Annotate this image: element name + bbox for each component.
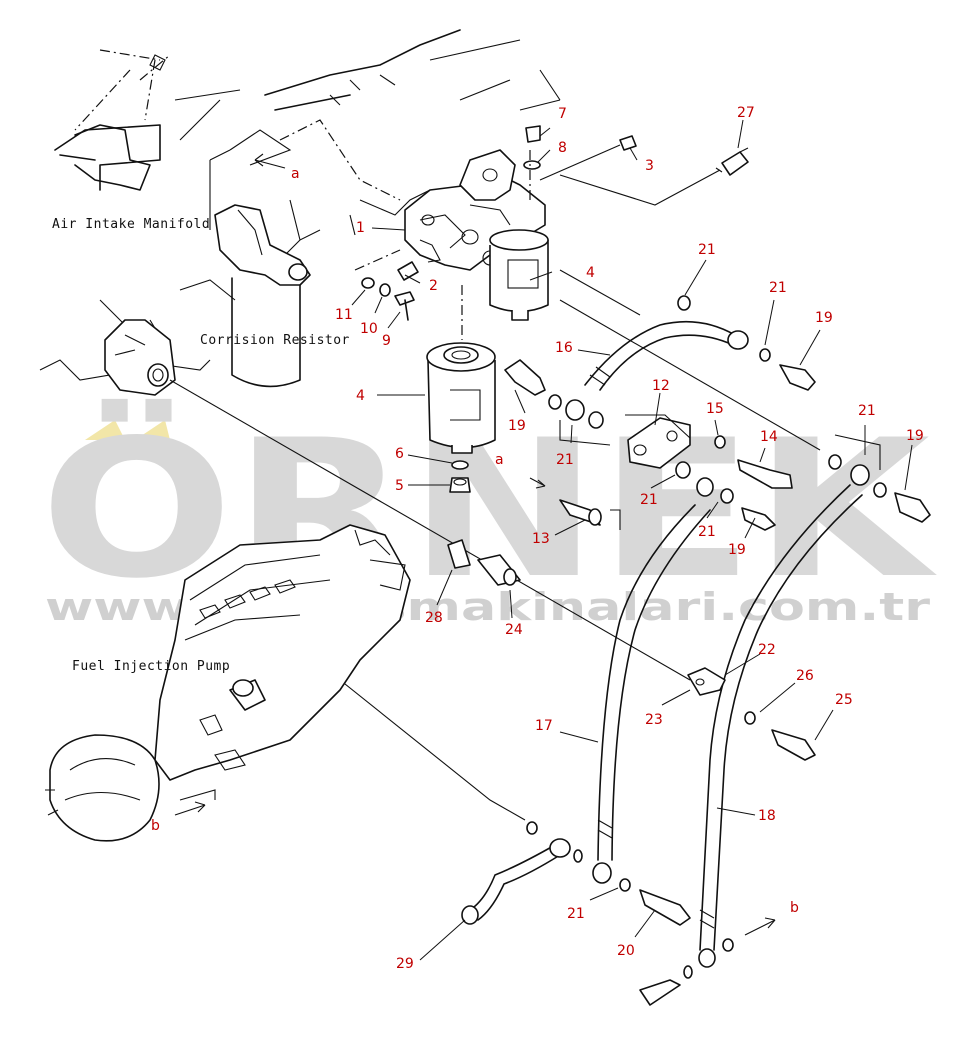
callout-6: 6 [395, 446, 404, 462]
right-fittings [559, 299, 931, 523]
callout-8: 8 [558, 140, 567, 156]
callout-21-c: 21 [858, 403, 876, 419]
callout-29: 29 [396, 956, 414, 972]
callout-15: 15 [706, 401, 724, 417]
marker-a-mid: a [495, 452, 504, 468]
callout-4-left: 4 [356, 388, 365, 404]
clamp-assembly [169, 379, 816, 761]
part-13 [529, 477, 621, 530]
left-fittings [504, 359, 611, 446]
lower-fittings [619, 878, 693, 1006]
callouts: 1 2 3 4 4 5 6 7 8 9 10 11 12 13 14 15 16… [335, 105, 924, 972]
marker-b-left: b [151, 818, 160, 834]
corrosion-resistor [214, 204, 311, 388]
fuel-injection-pump [45, 153, 776, 936]
callout-18: 18 [758, 808, 776, 824]
callout-21-f: 21 [698, 524, 716, 540]
callout-13: 13 [532, 531, 550, 547]
callout-1: 1 [356, 220, 365, 236]
callout-28: 28 [425, 610, 443, 626]
parts-24-28 [447, 539, 521, 586]
air-intake-manifold [74, 54, 166, 191]
pipe-16 [559, 269, 816, 391]
pipe-29 [289, 639, 583, 925]
engine-side-part [104, 319, 176, 396]
pipe-17 [592, 477, 776, 884]
pipe-18 [698, 484, 863, 968]
watermark-accent-right [135, 420, 170, 440]
callout-21-b: 21 [769, 280, 787, 296]
callout-21-a: 21 [698, 242, 716, 258]
label-fuel-pump: Fuel Injection Pump [72, 659, 230, 674]
callout-19-left: 19 [508, 418, 526, 434]
callout-12: 12 [652, 378, 670, 394]
marker-a-top: a [291, 166, 300, 182]
callout-16: 16 [555, 340, 573, 356]
callout-19-mid: 19 [728, 542, 746, 558]
marker-b-right: b [790, 900, 799, 916]
callout-21-g: 21 [567, 906, 585, 922]
callout-19-right: 19 [906, 428, 924, 444]
callout-21-e: 21 [640, 492, 658, 508]
callout-23: 23 [645, 712, 663, 728]
callout-17: 17 [535, 718, 553, 734]
block-12 [625, 414, 793, 489]
callout-20: 20 [617, 943, 635, 959]
callout-9: 9 [382, 333, 391, 349]
filter-assembly [404, 149, 549, 493]
callout-3: 3 [645, 158, 654, 174]
label-air-intake: Air Intake Manifold [52, 217, 210, 232]
callout-11: 11 [335, 307, 353, 323]
text-labels: Air Intake Manifold Corrision Resistor F… [52, 166, 799, 916]
watermark-accent-left [85, 420, 125, 440]
callout-2: 2 [429, 278, 438, 294]
callout-27: 27 [737, 105, 755, 121]
callout-10: 10 [360, 321, 378, 337]
filter-bolts [354, 125, 749, 321]
callout-22: 22 [758, 642, 776, 658]
callout-26: 26 [796, 668, 814, 684]
callout-25: 25 [835, 692, 853, 708]
callout-24: 24 [505, 622, 523, 638]
callout-21-d: 21 [556, 452, 574, 468]
callout-4-right: 4 [586, 265, 595, 281]
callout-7: 7 [558, 106, 567, 122]
callout-14: 14 [760, 429, 778, 445]
label-corrosion: Corrision Resistor [200, 333, 350, 348]
engine-outline [39, 29, 561, 391]
callout-19-top: 19 [815, 310, 833, 326]
leader-lines [351, 119, 913, 961]
callout-5: 5 [395, 478, 404, 494]
